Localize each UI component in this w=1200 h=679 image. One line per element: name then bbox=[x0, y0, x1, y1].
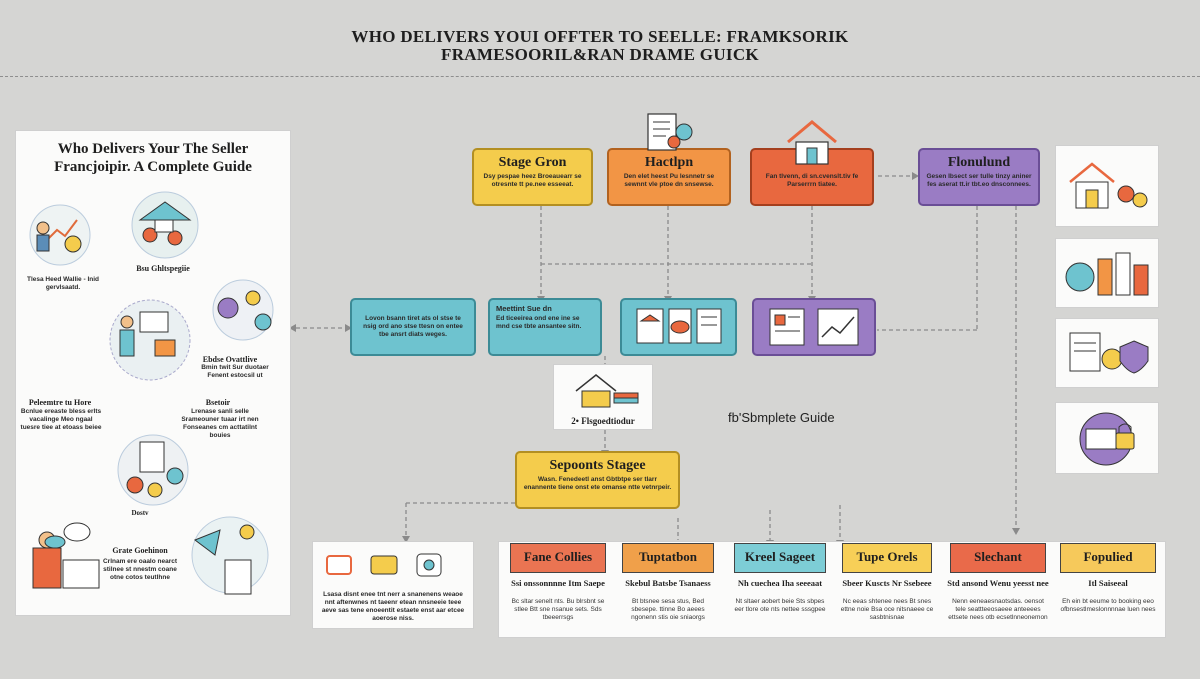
mid-box-2-text: Ed ticeeirea ond ene ine se mnd cse tbte… bbox=[496, 315, 582, 330]
stage-box-4-text: Gesen Ibsect ser tulle tinzy aniner fes … bbox=[926, 173, 1032, 188]
document-shield-icon bbox=[1069, 332, 1149, 374]
column-heading-5: Std ansond Wenu yeesst nee bbox=[947, 578, 1049, 588]
team-meeting-icon bbox=[131, 191, 199, 259]
column-text-4: Nc eeas shtenee nees Bt snes ettne noie … bbox=[840, 598, 934, 621]
documents-icon bbox=[117, 434, 189, 506]
stage-box-2-title: Hactlpn bbox=[644, 155, 694, 170]
left-label-mid-right-heading: Ebdse Ovattlive bbox=[202, 355, 258, 364]
center-stage-text: Wasn. Fenedeetl anst Gbtbtpe ser tlarr e… bbox=[523, 476, 672, 491]
stage-box-2-text: Den elet heest Pu lesnnetr se sewnnt vle… bbox=[623, 173, 715, 188]
left-label-left-heading: Peleemtre tu Hore bbox=[28, 398, 92, 407]
house-books-icon bbox=[575, 374, 639, 408]
left-label-left: Bcnlue ereaste bless erlts vacalinge Meo… bbox=[20, 408, 102, 431]
mid-box-2: Meettint Sue dn Ed ticeeirea ond ene ine… bbox=[488, 298, 602, 356]
right-card-3 bbox=[1055, 318, 1159, 388]
bottom-left-icons bbox=[326, 553, 442, 577]
checklist-icon bbox=[647, 113, 693, 151]
left-label-right: Lrenase sanli selle Srameouner tuaar irt… bbox=[181, 408, 259, 439]
header-divider bbox=[0, 76, 1200, 77]
column-text-3: Nt sltaer aobert beie Sts sbpes eer tlor… bbox=[734, 598, 826, 613]
presenter-icon bbox=[109, 299, 191, 381]
column-text-2: Bt btsnee sesa stus, Bed sbesepe. ttinne… bbox=[631, 598, 705, 621]
left-label-right-heading: Bsetoir bbox=[205, 398, 231, 407]
center-stage-title: Sepoonts Stagee bbox=[549, 458, 646, 473]
stage-box-1-title: Stage Gron bbox=[498, 155, 567, 170]
left-label-mid-left: Tlesa Heed Wallie ‐ Inid gervlsaatd. bbox=[27, 276, 99, 291]
left-panel-illustrations bbox=[29, 191, 274, 595]
bottom-left-card: Lsasa disnt enee tnt nerr a snanenens we… bbox=[312, 541, 474, 629]
mid-box-4 bbox=[752, 298, 876, 356]
rocket-docs-icon bbox=[191, 516, 269, 595]
stage-box-4-title: Flonulund bbox=[947, 155, 1011, 170]
mid-box-3 bbox=[620, 298, 737, 356]
stage-box-3-text: Fan tlvenn, di sn.cvenslt.tiv fe Parserr… bbox=[765, 173, 859, 188]
chart-docs-icon bbox=[769, 308, 859, 346]
flow-card-label: 2• Flsgoedtiodur bbox=[571, 416, 635, 426]
left-label-top-right: Bsu Ghltspegiie bbox=[136, 264, 190, 273]
stage-box-1-text: Dsy pespae heez Broeauearr se otresnte t… bbox=[483, 173, 582, 188]
column-tag-1: Fane Collies bbox=[510, 543, 606, 573]
column-tag-6: Fopulied bbox=[1060, 543, 1156, 573]
column-text-5: Nenn eeneaesnaotsdas. oensot tele seattt… bbox=[948, 598, 1048, 621]
columns-panel bbox=[498, 541, 1166, 638]
speech-person-icon bbox=[32, 522, 100, 589]
mid-box-1: Lovon bsann tiret ats ol stse te nsig or… bbox=[350, 298, 476, 356]
header-title-line2: FRAMESOORIL&RAN DRAME GUICK bbox=[441, 45, 759, 64]
stage-box-2: Hactlpn Den elet heest Pu lesnnetr se se… bbox=[607, 148, 731, 206]
left-panel-title1: Who Delivers Your The Seller bbox=[57, 141, 249, 157]
left-panel-title2: Francjoipir. A Complete Guide bbox=[54, 159, 252, 175]
left-label-bottom: Dostv bbox=[131, 509, 149, 517]
handshake-icon bbox=[212, 279, 274, 341]
left-label-mid-right: Bmin twit Sur duotaer Fenent estocsil ut bbox=[201, 364, 269, 379]
column-tag-4: Tupe Orels bbox=[842, 543, 932, 573]
center-stage-box: Sepoonts Stagee Wasn. Fenedeetl anst Gbt… bbox=[515, 451, 680, 509]
right-card-4 bbox=[1055, 402, 1159, 474]
stage-box-4: Flonulund Gesen Ibsect ser tulle tinzy a… bbox=[918, 148, 1040, 206]
column-heading-2: Skebul Batsbe Tsanaess bbox=[625, 578, 711, 588]
city-building-icon bbox=[1065, 252, 1149, 296]
stage-box-1: Stage Gron Dsy pespae heez Broeauearr se… bbox=[472, 148, 593, 206]
right-card-1 bbox=[1055, 145, 1159, 227]
column-heading-1: Ssi onssonnnne Itm Saepe bbox=[511, 578, 605, 588]
column-heading-4: Sbeer Kuscts Nr Ssebeee bbox=[842, 578, 932, 588]
bottom-left-card-text: Lsasa disnt enee tnt nerr a snanenens we… bbox=[321, 591, 465, 622]
lock-ticket-icon bbox=[1079, 412, 1135, 466]
header-title-line1: WHO DELIVERS YOUI OFFTER TO SEELLE: FRAM… bbox=[351, 27, 849, 46]
column-text-6: Eh ein bt eeume to booking eeo ofbnsestl… bbox=[1060, 598, 1156, 613]
column-tag-5: Slechant bbox=[950, 543, 1046, 573]
right-card-2 bbox=[1055, 238, 1159, 308]
mid-box-2-title: Meettint Sue dn bbox=[496, 304, 552, 313]
house-coins-icon bbox=[1069, 162, 1148, 209]
house-icon bbox=[787, 120, 837, 165]
mid-box-1-text: Lovon bsann tiret ats ol stse te nsig or… bbox=[363, 315, 463, 338]
bank-docs-icon bbox=[636, 308, 721, 344]
column-tag-3: Kreel Sageet bbox=[734, 543, 826, 573]
column-heading-6: Itl Saiseeal bbox=[1088, 578, 1128, 588]
flow-card: 2• Flsgoedtiodur bbox=[553, 364, 653, 430]
side-guide-text: fb'Sbmplete Guide bbox=[728, 410, 835, 425]
person-chart-icon bbox=[29, 204, 91, 266]
column-heading-3: Nh cuechea Iha seeeaat bbox=[737, 578, 823, 588]
column-tag-2: Tuptatbon bbox=[622, 543, 714, 573]
left-label-bottom-text: Crlnam ere oaalo nearct stilnee st nnest… bbox=[102, 558, 178, 581]
left-label-bottom-heading: Grate Goehinon bbox=[112, 546, 168, 555]
column-text-1: Bc sltar senelt nts. Bu blrsbnt se stlee… bbox=[511, 598, 605, 621]
